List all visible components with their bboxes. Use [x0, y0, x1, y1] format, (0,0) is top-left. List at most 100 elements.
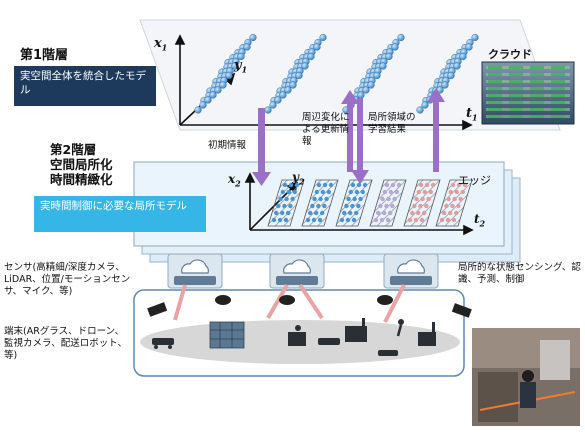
- edge-label: エッジ: [458, 174, 491, 187]
- slice-dot: [454, 210, 459, 216]
- grid-dot: [447, 71, 455, 80]
- cloud-icon: [181, 259, 210, 274]
- layer2-description-box: 実時間制御に必要な局所モデル: [34, 196, 206, 232]
- grid-dot: [264, 106, 272, 114]
- slice-dot: [294, 182, 300, 188]
- slice-dot: [324, 196, 329, 202]
- initial-info-label: 初期情報: [208, 140, 247, 151]
- terminals-label: 端末(ARグラス、ドローン、監視カメラ、配送ロボット、等): [4, 326, 128, 361]
- layer1-axis-y: y1: [234, 58, 248, 75]
- slice-dot: [290, 196, 295, 202]
- edge-node-2: [269, 253, 325, 289]
- slice-dot: [360, 189, 365, 195]
- slice-dot: [282, 182, 288, 188]
- cloud-icon: [283, 259, 312, 274]
- layer2-slices: [267, 179, 473, 227]
- surveillance-camera-icons: [147, 295, 472, 318]
- grid-dot: [459, 52, 467, 61]
- slice-dot: [358, 196, 363, 202]
- slice-dot: [283, 217, 289, 223]
- sensors-label: センサ(高精細/深度カメラ、LiDAR、位置/モーションセンサ、マイク、等): [4, 262, 131, 297]
- grid-dot: [421, 101, 429, 109]
- layer2-description: 実時間制御に必要な局所モデル: [40, 200, 187, 212]
- slice-dot: [356, 203, 361, 209]
- slice-dot: [354, 210, 359, 216]
- slice-dot: [390, 203, 395, 209]
- slice-dot: [456, 182, 462, 188]
- slice-dot: [271, 217, 277, 223]
- grid-dot: [453, 62, 461, 70]
- slice-dot: [280, 189, 285, 195]
- slice-dot: [292, 189, 297, 195]
- slice-dot: [339, 217, 345, 223]
- field-objects: [152, 318, 436, 356]
- slice-dot: [416, 189, 421, 195]
- layer1-title: 第1階層: [20, 48, 69, 63]
- slice-dot: [348, 210, 353, 216]
- cloud-server-icon: [481, 61, 575, 125]
- slice-dot: [320, 189, 325, 195]
- slice-dot: [288, 182, 294, 188]
- grid-dot: [214, 86, 222, 94]
- grid-dot: [231, 62, 239, 70]
- slice-dot: [384, 203, 389, 209]
- slice-dot: [378, 203, 383, 209]
- slice-dot: [442, 210, 447, 216]
- sensing-label: 局所的な状態センシング、認識、予測、制御: [458, 262, 581, 285]
- local-learning-label: 局所領域の学習結果: [368, 112, 416, 135]
- slice-dot: [318, 196, 323, 202]
- layer2-title: 第2階層 空間局所化 時間精緻化: [50, 142, 113, 187]
- slice-dot: [382, 210, 387, 216]
- slice-dot: [276, 203, 281, 209]
- grid-dot: [357, 91, 365, 99]
- grid-dot: [307, 52, 315, 61]
- grid-dot: [209, 91, 217, 99]
- slice-dot: [312, 196, 317, 202]
- slice-dots: [373, 182, 402, 223]
- slice-dot: [420, 196, 425, 202]
- slice-dot: [450, 203, 455, 209]
- slice-dot: [342, 210, 347, 216]
- grid-dot: [379, 62, 387, 70]
- slice-dot: [384, 182, 390, 188]
- cloud-icon: [397, 259, 426, 274]
- update-arrows: [252, 88, 445, 186]
- slice-dot: [407, 217, 413, 223]
- dot-grid-1: [194, 33, 257, 114]
- grid-dot: [237, 52, 245, 61]
- slice-dot: [392, 196, 397, 202]
- slice-dot: [428, 189, 433, 195]
- slice-dot: [277, 217, 283, 223]
- slice-dot: [386, 196, 391, 202]
- slice-dot: [376, 210, 381, 216]
- grid-dot: [385, 52, 393, 61]
- slice-dot: [311, 217, 317, 223]
- grid-dot: [204, 96, 212, 104]
- layer1-axis-x: x1: [154, 36, 168, 53]
- grid-dot: [465, 43, 473, 51]
- slice-dot: [458, 196, 463, 202]
- grid-dot: [274, 96, 282, 104]
- grid-dot: [194, 106, 202, 114]
- grid-dot: [243, 43, 251, 51]
- slice-dot: [362, 182, 368, 188]
- layer1-axis-t: t1: [466, 106, 478, 123]
- grid-dot: [301, 62, 309, 70]
- grid-dot: [279, 91, 287, 99]
- slice-dot: [344, 203, 349, 209]
- slice-dot: [451, 217, 457, 223]
- slice-dot: [416, 210, 421, 216]
- slice-dot: [288, 203, 293, 209]
- grid-dot: [441, 81, 449, 89]
- slice-dot: [356, 182, 362, 188]
- slice-dot: [316, 182, 322, 188]
- slice-dot: [346, 196, 351, 202]
- slice-dot: [373, 217, 379, 223]
- slice-dots: [305, 182, 334, 223]
- slice-dot: [284, 196, 289, 202]
- grid-dot: [471, 33, 479, 42]
- slice-dot: [439, 217, 445, 223]
- slice-dot: [424, 182, 430, 188]
- slice-dot: [314, 189, 319, 195]
